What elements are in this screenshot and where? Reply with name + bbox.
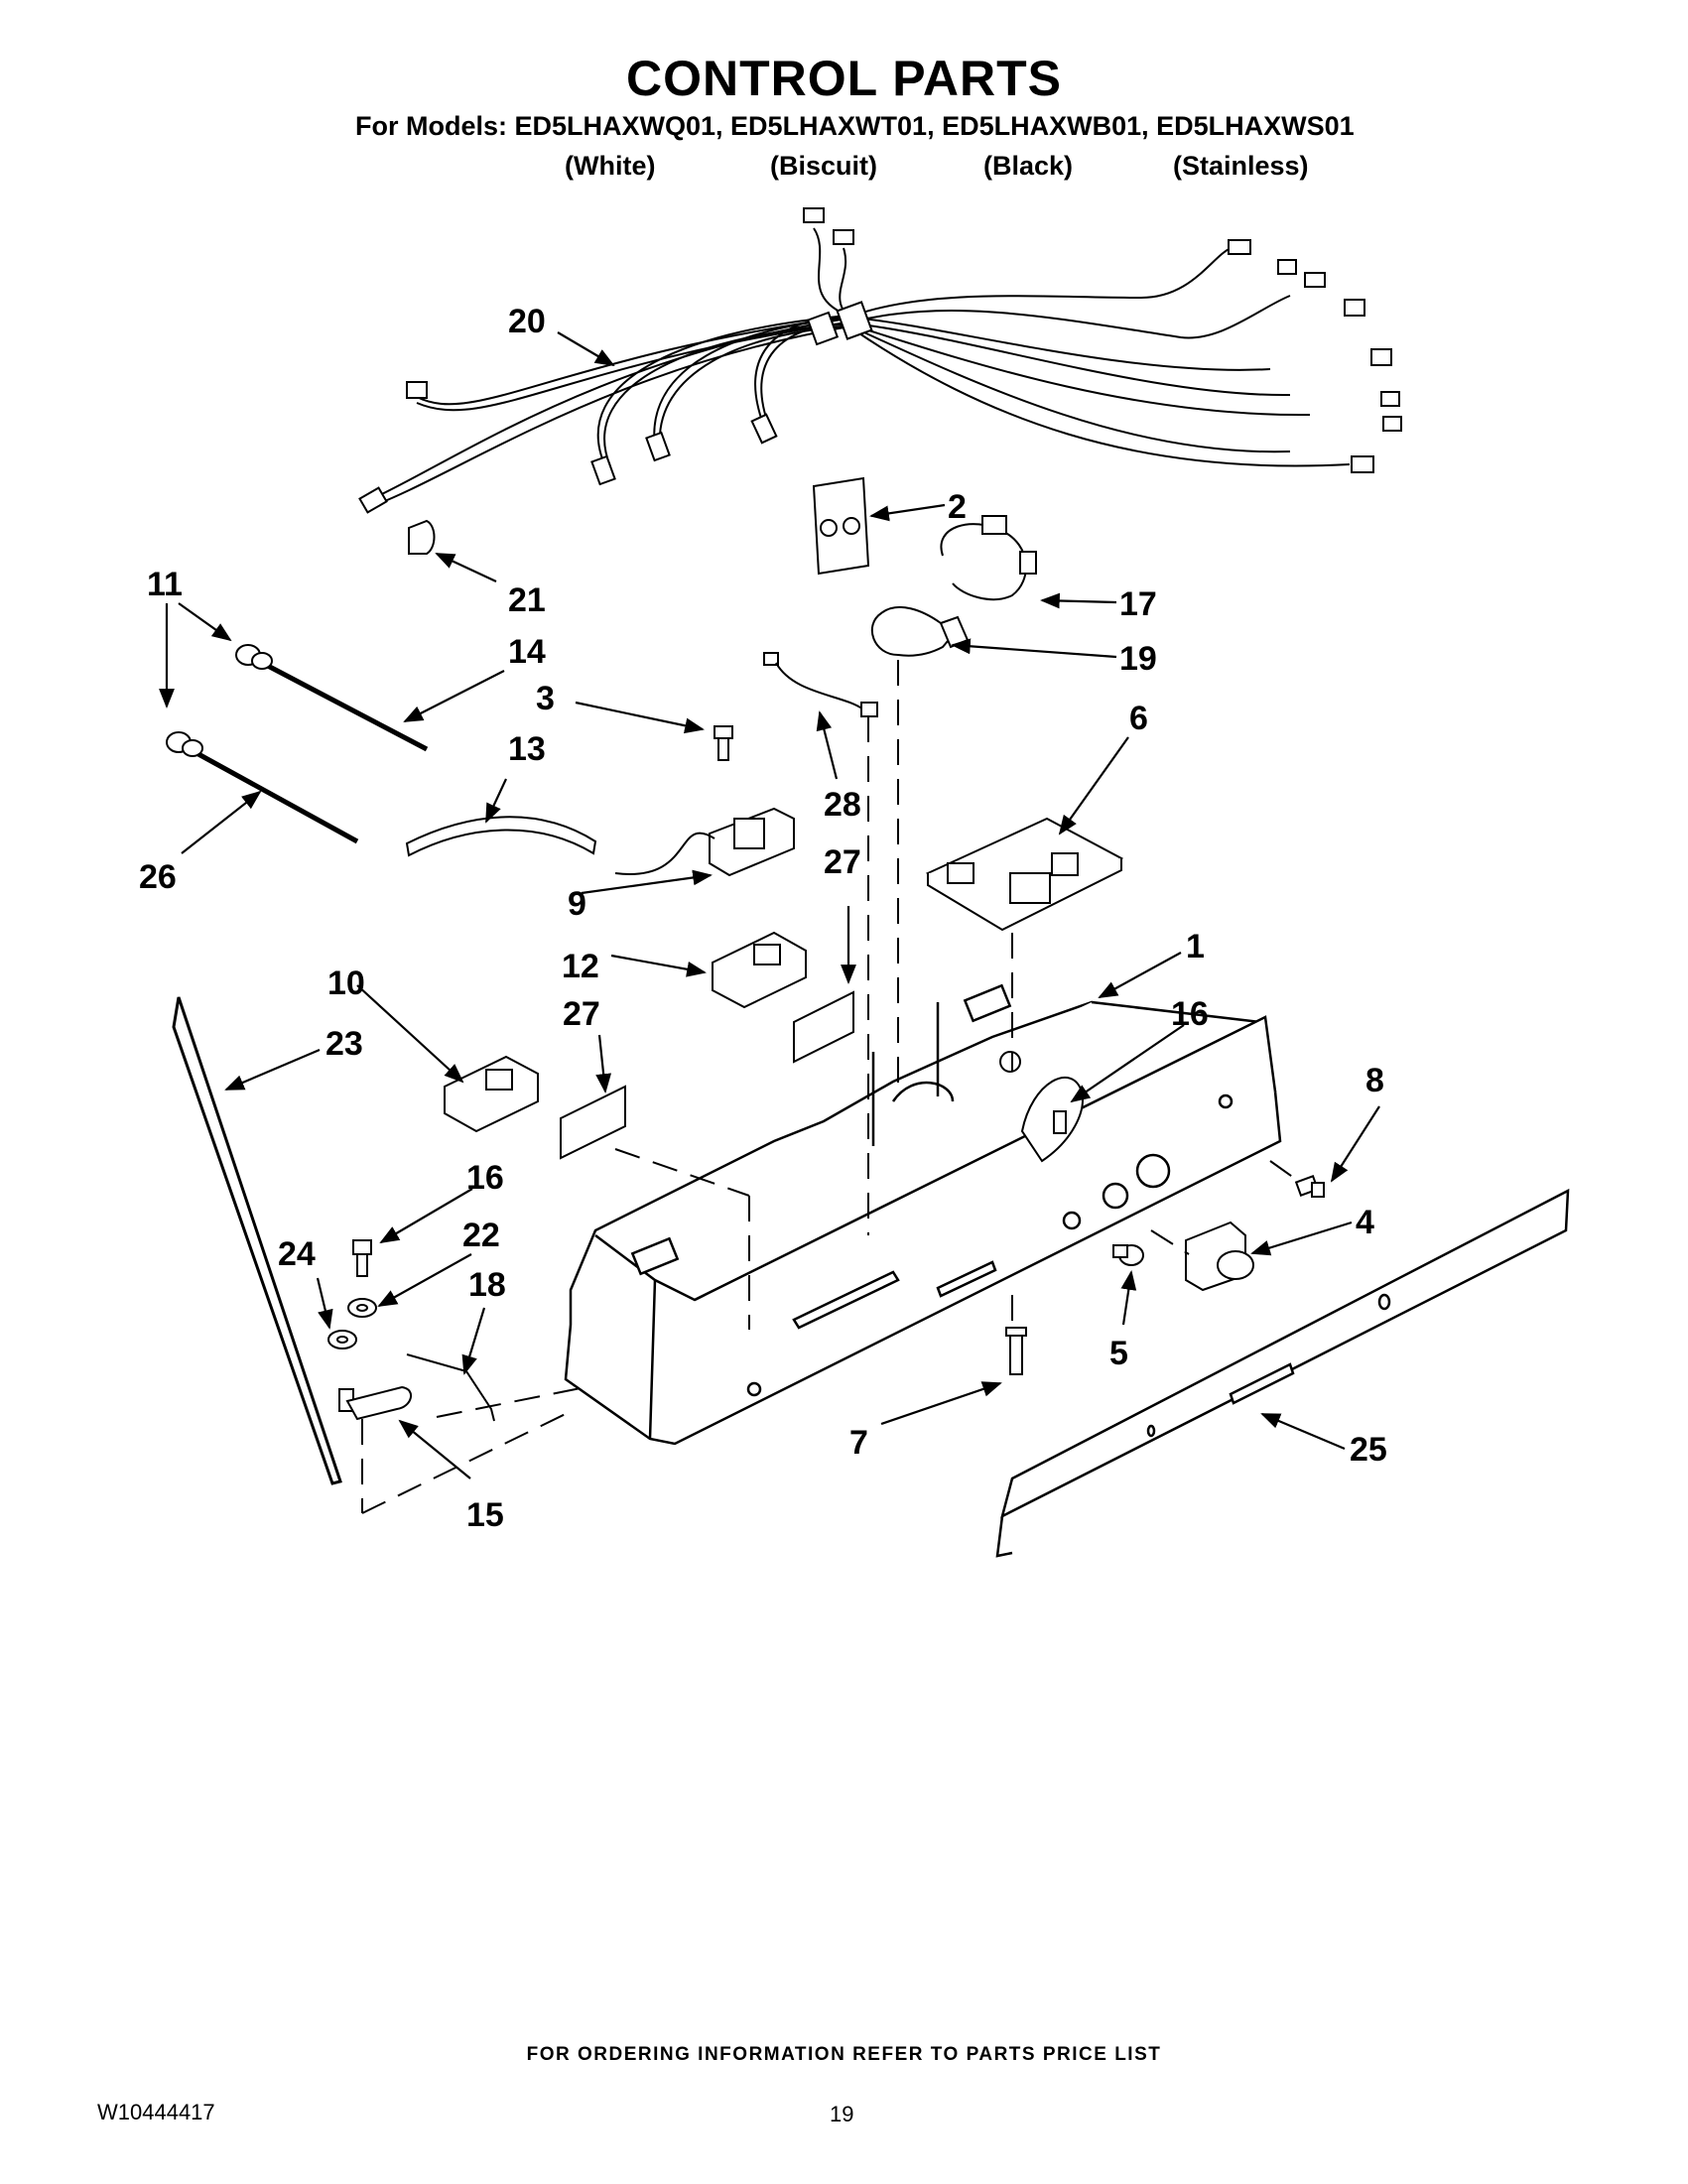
page-title: CONTROL PARTS: [626, 51, 1062, 106]
part-5-knob: [1112, 1244, 1144, 1266]
callout-22: 22: [462, 1217, 500, 1254]
callout-23: 23: [325, 1025, 363, 1063]
part-23-rod: [172, 996, 342, 1485]
callout-9: 9: [568, 885, 586, 923]
part-4-switch: [1185, 1220, 1254, 1292]
part-15-hinge: [338, 1385, 412, 1421]
callout-28: 28: [824, 786, 861, 824]
callout-21: 21: [508, 581, 546, 619]
callout-14: 14: [508, 633, 546, 671]
callout-5: 5: [1109, 1335, 1128, 1372]
part-18-spring: [406, 1353, 495, 1422]
ordering-note: FOR ORDERING INFORMATION REFER TO PARTS …: [526, 2044, 1162, 2065]
part-2-block: [812, 476, 870, 576]
callout-7: 7: [849, 1424, 868, 1462]
callout-12: 12: [562, 948, 599, 985]
part-7-screw: [1005, 1327, 1027, 1375]
part-16-screw-lower: [352, 1239, 372, 1277]
callout-27-lower: 27: [563, 995, 600, 1033]
callout-19: 19: [1119, 640, 1157, 678]
part-25-trim: [995, 1188, 1570, 1558]
models-line: For Models: ED5LHAXWQ01, ED5LHAXWT01, ED…: [355, 111, 1355, 141]
callout-27-upper: 27: [824, 843, 861, 881]
callout-16-lower: 16: [466, 1159, 504, 1197]
part-28-wire: [763, 652, 878, 717]
part-24-washer: [327, 1330, 357, 1349]
wire-harness: [366, 227, 1351, 509]
callout-1: 1: [1186, 928, 1205, 965]
part-12-bracket: [712, 931, 807, 1009]
callout-2: 2: [948, 488, 967, 526]
callout-13: 13: [508, 730, 546, 768]
callout-8: 8: [1365, 1062, 1384, 1099]
part-10-bracket: [444, 1055, 539, 1133]
callout-6: 6: [1129, 700, 1148, 737]
part-17-socket: [940, 515, 1037, 600]
variant-biscuit: (Biscuit): [770, 151, 877, 181]
callout-labels: 20 2 21 17 11 14 19 3 6 13 28 26 9 27 1 …: [139, 303, 1387, 1534]
part-21-clip: [408, 519, 436, 555]
callout-26: 26: [139, 858, 177, 896]
part-9-thermostat: [614, 807, 795, 877]
callout-18: 18: [468, 1266, 506, 1304]
callout-15: 15: [466, 1496, 504, 1534]
callout-24: 24: [278, 1235, 316, 1273]
part-6-control-board: [925, 817, 1124, 932]
part-27-label: [560, 990, 854, 1160]
leader-arrows: [159, 331, 1380, 1479]
part-13-hose: [405, 816, 597, 857]
callout-10: 10: [327, 964, 365, 1002]
variant-stainless: (Stainless): [1173, 151, 1309, 181]
part-22-washer: [347, 1298, 377, 1318]
callout-17: 17: [1119, 585, 1157, 623]
part-8-screw: [1294, 1175, 1325, 1198]
part-1-housing: [564, 983, 1282, 1446]
variant-black: (Black): [983, 151, 1074, 181]
callout-20: 20: [508, 303, 546, 340]
assembly-lines: [361, 660, 1299, 1514]
callout-11: 11: [147, 566, 183, 603]
document-id: W10444417: [97, 2100, 215, 2124]
callout-4: 4: [1356, 1204, 1374, 1241]
variant-white: (White): [565, 151, 656, 181]
harness-connectors: [358, 207, 1402, 514]
callout-3: 3: [536, 680, 555, 717]
callout-25: 25: [1350, 1431, 1387, 1469]
part-14-tube: [235, 644, 429, 752]
callout-16-upper: 16: [1171, 995, 1209, 1033]
page-number: 19: [830, 2102, 854, 2126]
part-26-tube: [166, 731, 359, 844]
part-19-bulb: [870, 605, 970, 657]
part-3-screw: [714, 725, 733, 761]
